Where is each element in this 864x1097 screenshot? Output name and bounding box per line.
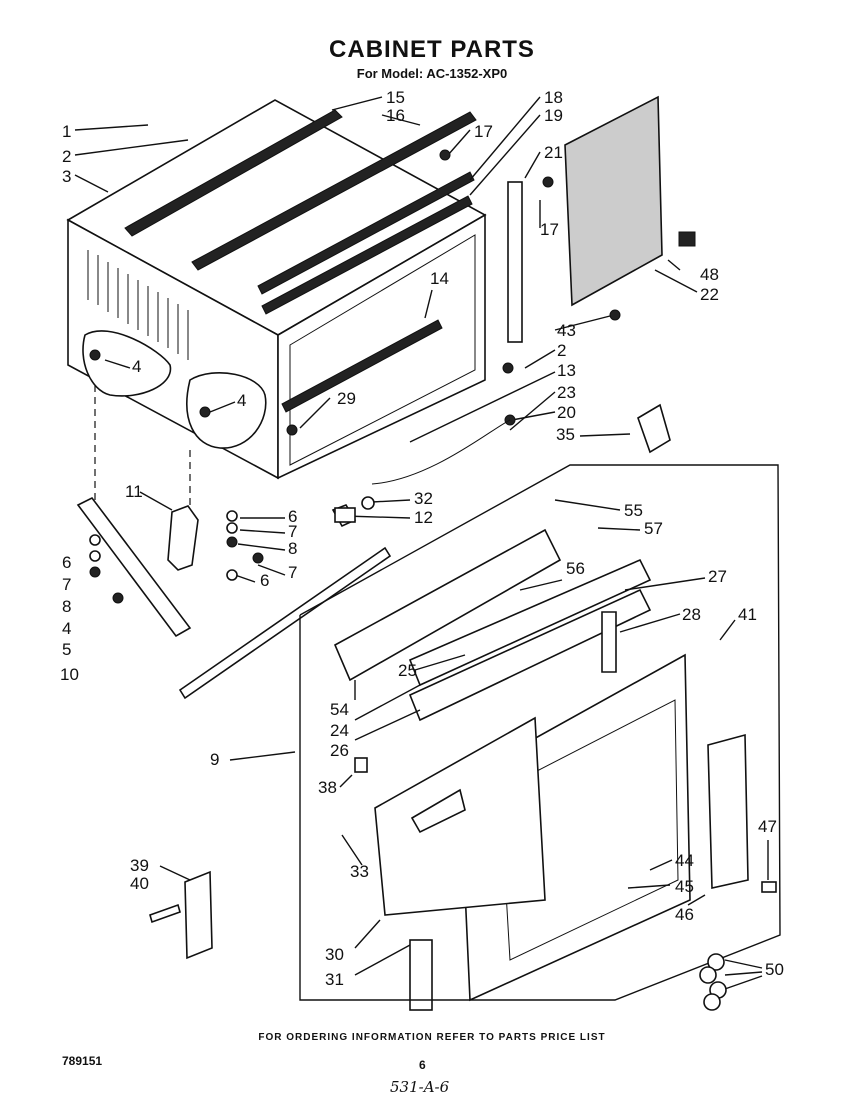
callout: 39 xyxy=(130,856,149,875)
mounting-brackets xyxy=(76,496,392,700)
callout: 4 xyxy=(132,357,141,376)
callout: 17 xyxy=(474,122,493,141)
callout: 6 xyxy=(260,571,269,590)
callout: 10 xyxy=(60,665,79,684)
callout: 57 xyxy=(644,519,663,538)
callout: 8 xyxy=(288,539,297,558)
callout: 13 xyxy=(557,361,576,380)
callout: 47 xyxy=(758,817,777,836)
callout: 22 xyxy=(700,285,719,304)
callout: 55 xyxy=(624,501,643,520)
side-strip xyxy=(507,181,523,343)
callout: 50 xyxy=(765,960,784,979)
leader-lines xyxy=(74,96,769,991)
callout: 17 xyxy=(540,220,559,239)
callout: 26 xyxy=(330,741,349,760)
callout: 6 xyxy=(288,507,297,526)
page-number: 6 xyxy=(419,1058,426,1072)
callout: 14 xyxy=(430,269,449,288)
handwritten-note: 531-A-6 xyxy=(390,1078,450,1096)
callout: 23 xyxy=(557,383,576,402)
callout: 43 xyxy=(557,321,576,340)
callout: 5 xyxy=(62,640,71,659)
page-title: CABINET PARTS xyxy=(329,36,535,63)
callout: 2 xyxy=(557,341,566,360)
callout: 41 xyxy=(738,605,757,624)
callout: 6 xyxy=(62,553,71,572)
front-panel xyxy=(184,653,749,1011)
callout: 54 xyxy=(330,700,349,719)
callout: 1 xyxy=(62,122,71,141)
cabinet-shell xyxy=(66,99,487,480)
callout: 4 xyxy=(237,391,246,410)
callout: 45 xyxy=(675,877,694,896)
callout: 15 xyxy=(386,88,405,107)
document-number: 789151 xyxy=(62,1054,103,1068)
hardware-bits xyxy=(89,149,777,924)
callout: 19 xyxy=(544,106,563,125)
model-subtitle: For Model: AC-1352-XP0 xyxy=(356,66,508,81)
callout: 18 xyxy=(544,88,563,107)
callout: 35 xyxy=(556,425,575,444)
callout: 3 xyxy=(62,167,71,186)
callout: 20 xyxy=(557,403,576,422)
callout: 12 xyxy=(414,508,433,527)
callout: 25 xyxy=(398,661,417,680)
top-rails xyxy=(124,109,477,413)
callout: 44 xyxy=(675,851,694,870)
callout: 2 xyxy=(62,147,71,166)
callout: 8 xyxy=(62,597,71,616)
callout: 16 xyxy=(386,106,405,125)
callout: 7 xyxy=(62,575,71,594)
ordering-footer: FOR ORDERING INFORMATION REFER TO PARTS … xyxy=(258,1032,606,1043)
callout: 24 xyxy=(330,721,349,740)
callout: 27 xyxy=(708,567,727,586)
callout: 46 xyxy=(675,905,694,924)
callout: 33 xyxy=(350,862,369,881)
callout: 48 xyxy=(700,265,719,284)
control-knobs xyxy=(699,953,727,1011)
callout: 29 xyxy=(337,389,356,408)
callout: 9 xyxy=(210,750,219,769)
louver-assembly xyxy=(333,528,652,722)
assembly-boundary xyxy=(299,464,781,1001)
callout: 21 xyxy=(544,143,563,162)
callout: 38 xyxy=(318,778,337,797)
callout-labels: 1 2 3 15 16 17 18 19 21 17 48 22 14 43 2… xyxy=(60,88,784,989)
callout: 32 xyxy=(414,489,433,508)
callout: 28 xyxy=(682,605,701,624)
callout: 56 xyxy=(566,559,585,578)
callout: 4 xyxy=(62,619,71,638)
callout: 30 xyxy=(325,945,344,964)
callout: 7 xyxy=(288,522,297,541)
air-filter xyxy=(564,95,696,307)
callout: 31 xyxy=(325,970,344,989)
callout: 40 xyxy=(130,874,149,893)
callout: 7 xyxy=(288,563,297,582)
callout: 11 xyxy=(125,482,143,501)
